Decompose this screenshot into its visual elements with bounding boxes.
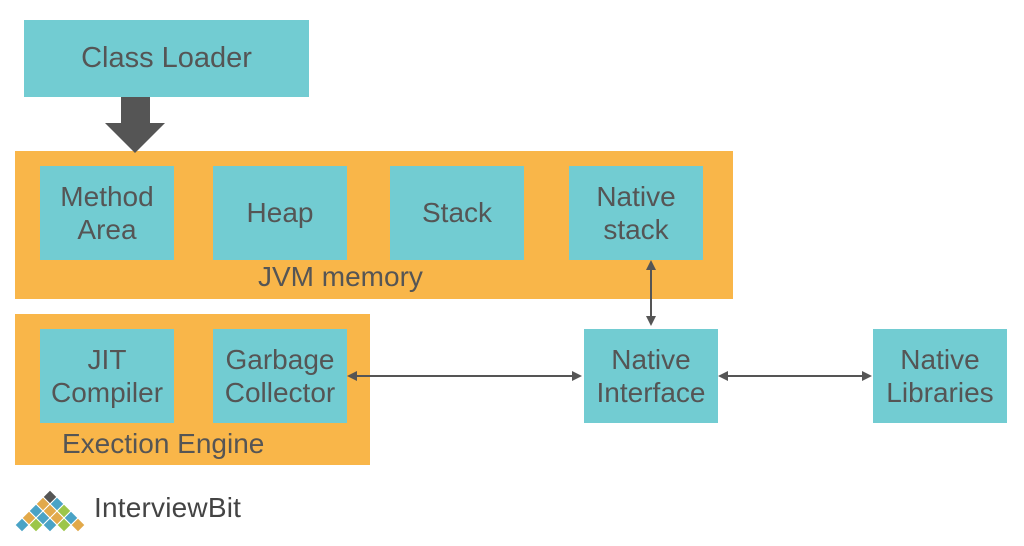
jit-compiler-box: JIT Compiler	[40, 329, 174, 423]
method-area-label: Method Area	[60, 180, 154, 245]
native-libraries-box: Native Libraries	[873, 329, 1007, 423]
native-stack-box: Native stack	[569, 166, 703, 260]
heap-label: Heap	[246, 197, 314, 229]
execution-engine-label: Exection Engine	[62, 428, 265, 459]
stack-box: Stack	[390, 166, 524, 260]
interviewbit-logo-icon	[14, 489, 86, 533]
garbage-collector-box: Garbage Collector	[213, 329, 347, 423]
native-interface-box: Native Interface	[584, 329, 718, 423]
stack-label: Stack	[421, 197, 493, 229]
jvm-memory-label: JVM memory	[258, 261, 423, 292]
native-interface-label: Native Interface	[596, 343, 706, 408]
heap-box: Heap	[213, 166, 347, 260]
method-area-box: Method Area	[40, 166, 174, 260]
class-loader-down-arrow	[105, 97, 165, 153]
native-stack-label: Native stack	[596, 180, 676, 245]
class-loader-label: Class Loader	[81, 42, 252, 75]
garbage-collector-label: Garbage Collector	[224, 343, 336, 408]
interviewbit-logo: InterviewBit	[14, 488, 264, 533]
jit-compiler-label: JIT Compiler	[50, 343, 164, 408]
interviewbit-logo-text: InterviewBit	[94, 492, 242, 523]
native-libraries-label: Native Libraries	[886, 343, 994, 408]
class-loader-box: Class Loader	[24, 20, 309, 97]
